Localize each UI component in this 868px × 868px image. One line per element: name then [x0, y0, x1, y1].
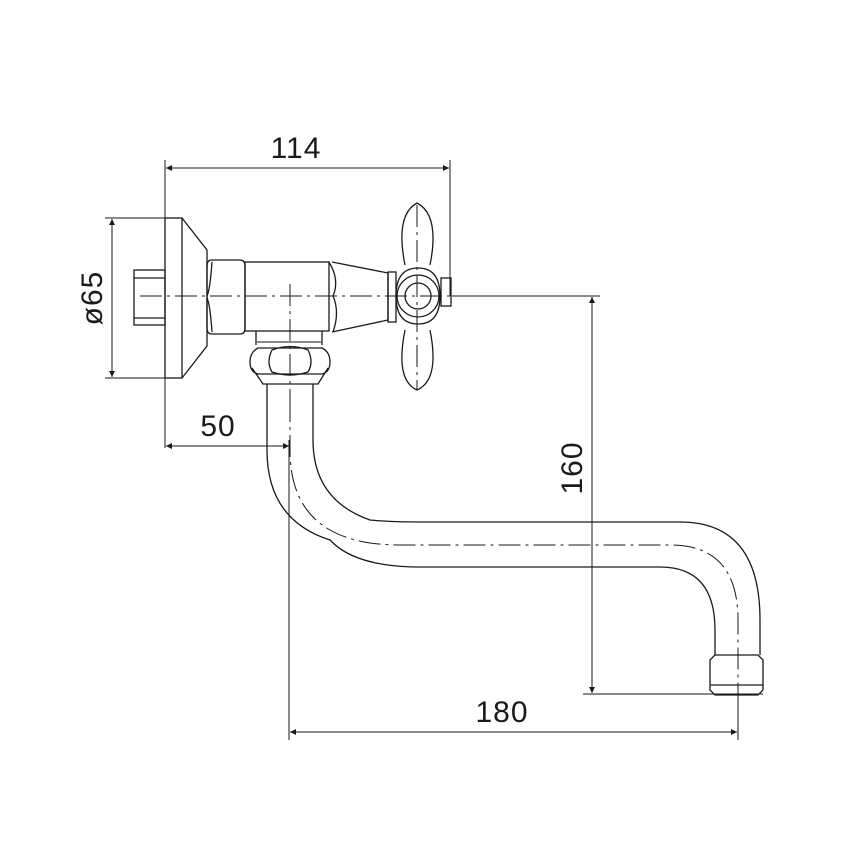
dimension-50: 50 [166, 410, 289, 449]
dim-label-diameter-65: ø65 [76, 271, 109, 326]
dimension-diameter-65: ø65 [76, 217, 165, 379]
center-lines [140, 205, 739, 700]
dimension-114: 114 [164, 132, 451, 448]
dim-label-114: 114 [271, 132, 322, 165]
dimension-160: 160 [452, 295, 763, 695]
dim-label-50: 50 [200, 410, 235, 443]
hex-nut [206, 259, 246, 335]
valve-body [244, 261, 397, 345]
swivel-spout [266, 384, 764, 696]
dimension-180: 180 [288, 440, 739, 740]
wall-flange [133, 217, 208, 379]
dim-label-160: 160 [556, 441, 589, 494]
dim-label-180: 180 [475, 696, 528, 729]
